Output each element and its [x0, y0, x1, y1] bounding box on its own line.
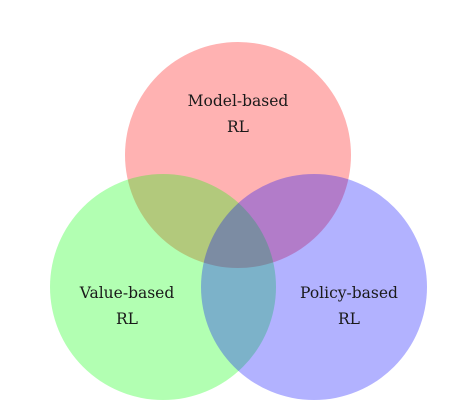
circles: [50, 42, 427, 400]
value-based-circle: [50, 174, 276, 400]
value-based-label-line1: Value-based: [79, 284, 175, 302]
model-based-label-line2: RL: [227, 118, 249, 136]
model-based-circle: [125, 42, 351, 268]
policy-based-circle: [201, 174, 427, 400]
policy-based-label-line2: RL: [338, 310, 360, 328]
labels: Model-based RL Value-based RL Policy-bas…: [79, 92, 398, 328]
value-based-label-line2: RL: [116, 310, 138, 328]
policy-based-label-line1: Policy-based: [300, 284, 398, 302]
model-based-label-line1: Model-based: [188, 92, 289, 110]
